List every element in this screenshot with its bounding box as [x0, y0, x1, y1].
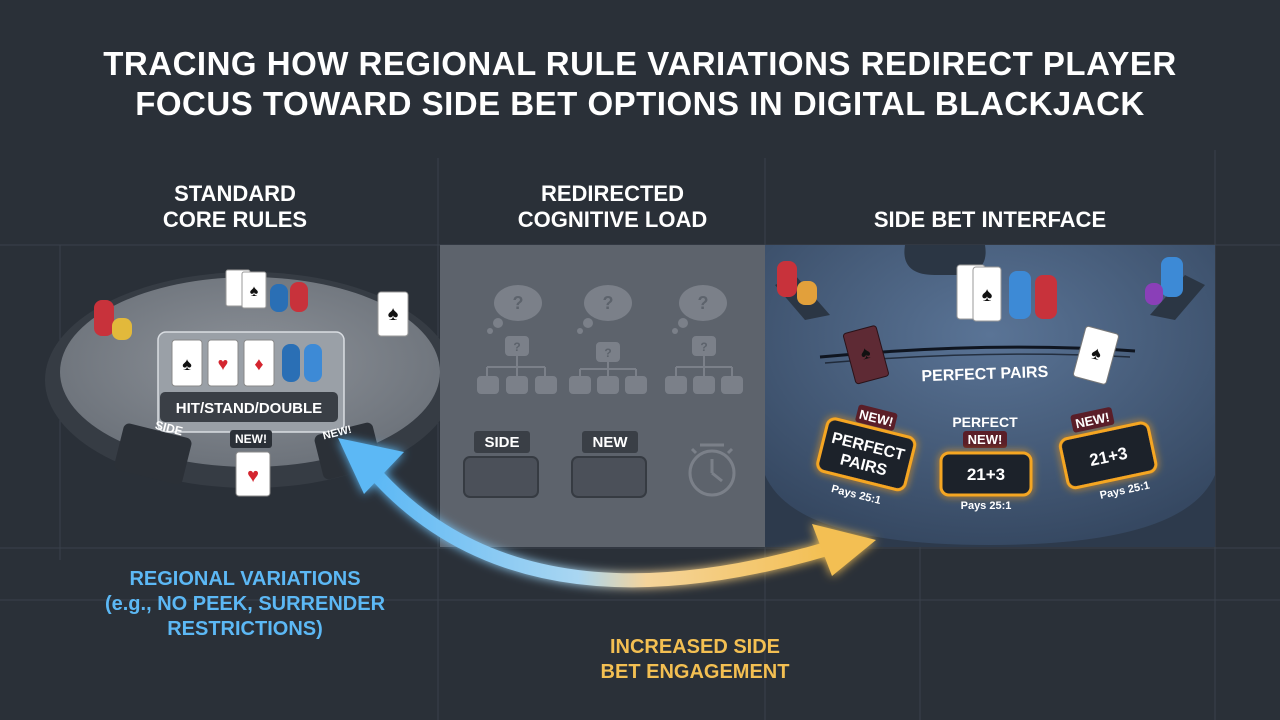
right-heading-text: SIDE BET INTERFACE	[873, 207, 1107, 232]
bet2-badge: NEW!	[968, 432, 1003, 447]
side-label-box	[474, 431, 530, 453]
flow-arrow-curve	[365, 463, 837, 588]
right-panel-heading: SIDE BET INTERFACE	[830, 207, 1150, 233]
dealer-chips	[1009, 271, 1057, 319]
player-chips	[282, 344, 322, 382]
middle-heading-line-2: COGNITIVE LOAD	[517, 207, 708, 232]
dealer-hand: ♠	[956, 264, 1002, 322]
question-icon-3: ?	[698, 293, 709, 313]
thought-cloud-2	[577, 285, 632, 334]
svg-text:♠: ♠	[250, 283, 259, 300]
svg-text:♥: ♥	[247, 465, 259, 487]
standard-table-panel: ♠ ♠ ♠ ♥ ♦ HIT/STAND/DOUBLE SIDE NEW! NEW…	[45, 269, 455, 497]
regional-line-3: RESTRICTIONS)	[167, 618, 323, 640]
bet3-badge: NEW!	[1074, 409, 1111, 431]
perfect-pairs-bet[interactable]: NEW! PERFECT PAIRS Pays 25:1	[811, 398, 921, 512]
side-bet-placeholder[interactable]	[463, 456, 539, 498]
tree-question-1: ?	[513, 340, 520, 354]
title-line-2: FOCUS TOWARD SIDE BET OPTIONS IN DIGITAL…	[135, 85, 1145, 122]
decision-trees	[477, 336, 743, 394]
thought-cloud-1	[487, 285, 542, 334]
svg-text:♦: ♦	[254, 354, 263, 374]
center-21-3-bet[interactable]: PERFECT NEW! 21+3 Pays 25:1	[939, 414, 1033, 512]
svg-text:♠: ♠	[388, 303, 399, 325]
regional-line-2: (e.g., NO PEEK, SURRENDER	[104, 593, 386, 615]
tilted-card-left: ♠	[842, 325, 889, 385]
title-line-1: TRACING HOW REGIONAL RULE VARIATIONS RED…	[103, 45, 1177, 82]
new-label-box	[582, 431, 638, 453]
tree-question-2: ?	[604, 346, 611, 360]
bet2-label: 21+3	[967, 465, 1005, 484]
left-heading-line-2: CORE RULES	[162, 207, 308, 232]
right-seat	[1150, 275, 1205, 320]
cognitive-load-panel: ? ? ? ? ? ? SIDE NEW	[440, 245, 765, 547]
side-bet-panel: ♠ ♠ PERFECT PAIRS ♠ NEW! PERFECT PAIRS P…	[765, 245, 1215, 547]
left-heading-line-1: STANDARD	[174, 181, 296, 206]
tilted-card-right: ♠	[1072, 325, 1119, 385]
thought-cloud-3	[672, 285, 727, 334]
question-icon-1: ?	[513, 293, 524, 313]
engagement-line-2: BET ENGAGEMENT	[600, 661, 790, 683]
center-card: ♥	[235, 451, 271, 497]
right-seat-card: ♠	[377, 291, 409, 337]
player-hand-cards: ♠ ♥ ♦	[171, 339, 275, 387]
dealer-cards: ♠	[225, 269, 267, 309]
bet2-top: PERFECT	[952, 414, 1018, 430]
new-bet-placeholder[interactable]	[571, 456, 647, 498]
middle-heading-line-1: REDIRECTED	[540, 181, 684, 206]
side-bet-spot-left[interactable]	[113, 422, 193, 486]
chip-stack-top-right	[1145, 257, 1183, 305]
regional-line-1: REGIONAL VARIATIONS	[129, 568, 361, 590]
svg-text:♠: ♠	[182, 354, 192, 374]
middle-panel-heading: REDIRECTED COGNITIVE LOAD	[480, 181, 745, 233]
tree-question-3: ?	[700, 340, 707, 354]
arrow-head-left	[338, 438, 404, 494]
page-title: TRACING HOW REGIONAL RULE VARIATIONS RED…	[40, 44, 1240, 124]
new-label: NEW	[593, 434, 629, 451]
svg-text:♥: ♥	[218, 354, 229, 374]
arc-label: PERFECT PAIRS	[921, 364, 1049, 385]
regional-variations-caption: REGIONAL VARIATIONS (e.g., NO PEEK, SURR…	[90, 567, 400, 642]
action-bar-text: HIT/STAND/DOUBLE	[176, 400, 322, 417]
chip-stack-left	[94, 300, 132, 340]
chip-stack-dealer	[270, 282, 308, 312]
action-bar[interactable]	[160, 392, 338, 422]
new-tag-center-box	[230, 430, 272, 448]
engagement-caption: INCREASED SIDE BET ENGAGEMENT	[570, 635, 820, 685]
side-label: SIDE	[484, 434, 519, 451]
question-icon-2: ?	[603, 293, 614, 313]
bet2-payout: Pays 25:1	[961, 500, 1012, 512]
new-tag-center: NEW!	[235, 432, 267, 446]
svg-text:♠: ♠	[982, 284, 993, 306]
chip-stack-top-left	[777, 261, 817, 305]
timer-icon	[688, 443, 736, 497]
engagement-line-1: INCREASED SIDE	[609, 636, 781, 658]
side-tag: SIDE	[154, 418, 185, 438]
left-panel-heading: STANDARD CORE RULES	[110, 181, 360, 233]
arrow-head-right	[812, 524, 876, 576]
